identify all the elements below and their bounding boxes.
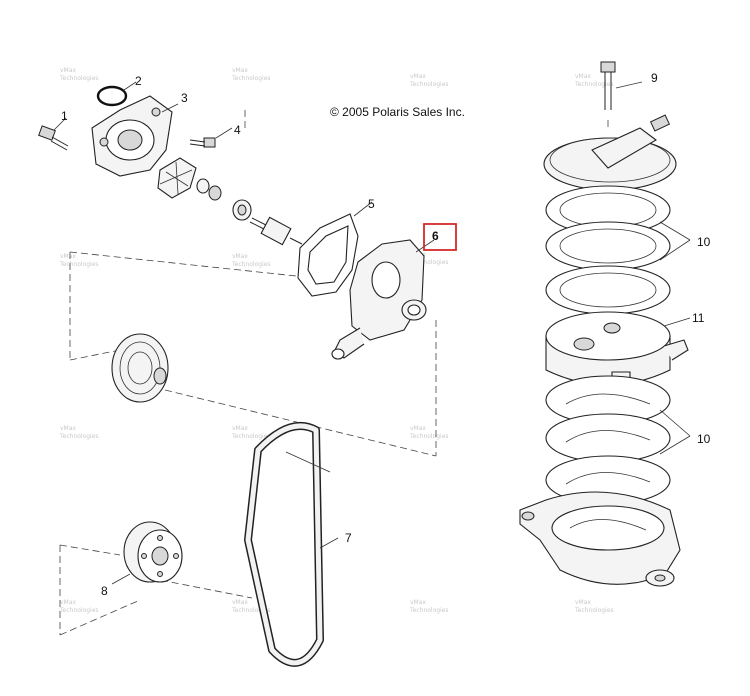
watermark: vMax Technologies — [59, 425, 99, 440]
watermark: vMax Technologies — [231, 253, 271, 268]
watermark: vMax Technologies — [231, 67, 271, 82]
svg-text:vMax: vMax — [60, 599, 76, 606]
callout-1[interactable]: 1 — [61, 109, 68, 123]
callout-6[interactable]: 6 — [432, 229, 439, 243]
watermark: vMax Technologies — [574, 73, 614, 88]
svg-text:vMax: vMax — [60, 425, 76, 432]
part-6-water-pump-housing[interactable] — [331, 239, 435, 360]
part-9-screw[interactable] — [600, 61, 643, 110]
svg-text:vMax: vMax — [60, 253, 76, 260]
part-10-gasket-lower[interactable] — [545, 375, 691, 505]
callout-2[interactable]: 2 — [135, 74, 142, 88]
svg-text:Technologies: Technologies — [231, 75, 271, 82]
impeller-shaft-assembly — [157, 157, 303, 246]
callout-3[interactable]: 3 — [181, 91, 188, 105]
svg-text:Technologies: Technologies — [574, 81, 614, 88]
part-10-gasket-upper[interactable] — [545, 185, 691, 315]
part-1-bolt[interactable] — [38, 117, 69, 151]
copyright-text: © 2005 Polaris Sales Inc. — [330, 105, 465, 119]
svg-text:Technologies: Technologies — [574, 607, 614, 614]
callout-10-lower[interactable]: 10 — [697, 432, 711, 446]
svg-text:vMax: vMax — [232, 599, 248, 606]
svg-text:Technologies: Technologies — [59, 607, 99, 614]
svg-text:Technologies: Technologies — [59, 261, 99, 268]
watermark: vMax Technologies — [59, 67, 99, 82]
callout-9[interactable]: 9 — [651, 71, 658, 85]
svg-text:Technologies: Technologies — [231, 607, 271, 614]
callout-5[interactable]: 5 — [368, 197, 375, 211]
callout-labels: 1 2 3 4 5 6 7 8 9 10 11 10 — [61, 71, 711, 598]
svg-text:Technologies: Technologies — [59, 75, 99, 82]
callout-10-upper[interactable]: 10 — [697, 235, 711, 249]
pump-stack — [543, 114, 677, 191]
part-5-gasket[interactable] — [297, 201, 373, 297]
svg-text:vMax: vMax — [60, 67, 76, 74]
svg-text:Technologies: Technologies — [409, 607, 449, 614]
selected-part-highlight — [423, 223, 457, 251]
svg-text:vMax: vMax — [410, 599, 426, 606]
drive-pulley-upper — [111, 333, 169, 403]
watermark: vMax Technologies — [59, 253, 99, 268]
svg-text:vMax: vMax — [232, 425, 248, 432]
watermark: vMax Technologies — [409, 73, 449, 88]
svg-text:Technologies: Technologies — [409, 81, 449, 88]
svg-text:Technologies: Technologies — [231, 433, 271, 440]
svg-text:vMax: vMax — [575, 599, 591, 606]
callout-11[interactable]: 11 — [692, 311, 705, 325]
watermark: vMax Technologies — [409, 599, 449, 614]
callout-7[interactable]: 7 — [345, 531, 352, 545]
part-4-screw[interactable] — [189, 127, 233, 148]
callout-4[interactable]: 4 — [234, 123, 241, 137]
watermark: vMax Technologies — [409, 425, 449, 440]
svg-text:Technologies: Technologies — [59, 433, 99, 440]
part-3-pump-cover[interactable] — [91, 95, 179, 177]
svg-text:Technologies: Technologies — [409, 433, 449, 440]
svg-text:Technologies: Technologies — [231, 261, 271, 268]
watermark: vMax Technologies — [231, 599, 271, 614]
part-11-pump-body[interactable] — [545, 311, 691, 386]
watermark: vMax Technologies — [59, 599, 99, 614]
svg-text:vMax: vMax — [575, 73, 591, 80]
part-7-drive-belt[interactable] — [244, 422, 339, 667]
svg-text:vMax: vMax — [232, 253, 248, 260]
alignment-lines — [59, 110, 609, 636]
svg-text:Technologies: Technologies — [409, 259, 449, 266]
watermark: vMax Technologies — [574, 599, 614, 614]
part-2-o-ring[interactable] — [96, 81, 137, 107]
svg-text:vMax: vMax — [410, 425, 426, 432]
pump-base — [519, 491, 681, 587]
callout-8[interactable]: 8 — [101, 584, 108, 598]
svg-text:vMax: vMax — [232, 67, 248, 74]
watermark: vMax Technologies — [231, 425, 271, 440]
part-8-lower-pulley[interactable] — [111, 521, 183, 585]
svg-text:vMax: vMax — [410, 73, 426, 80]
